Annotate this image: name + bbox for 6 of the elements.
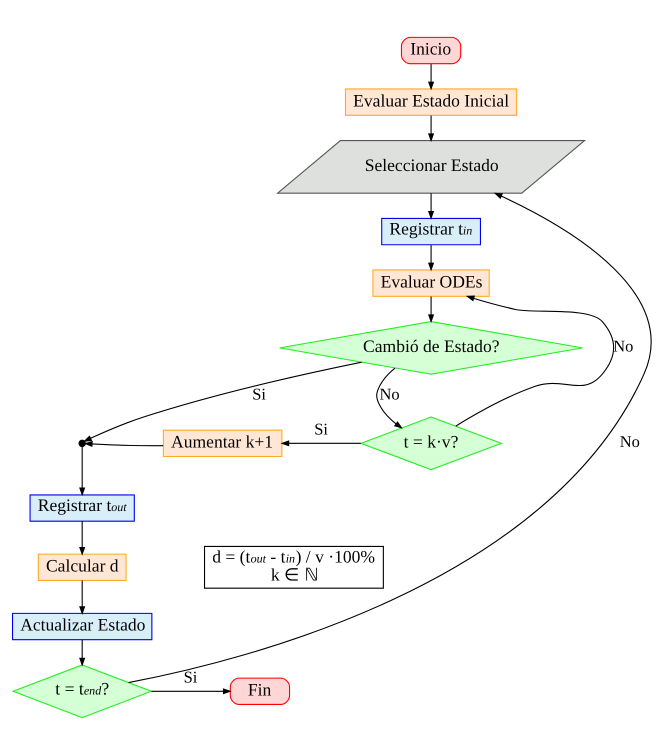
edge-label: Si	[184, 667, 198, 686]
edge-label: No	[613, 336, 634, 356]
edge-label: Si	[314, 419, 328, 438]
edge-label: No	[380, 384, 400, 403]
edge-label: No	[620, 432, 640, 451]
edge-label: Si	[252, 384, 266, 403]
